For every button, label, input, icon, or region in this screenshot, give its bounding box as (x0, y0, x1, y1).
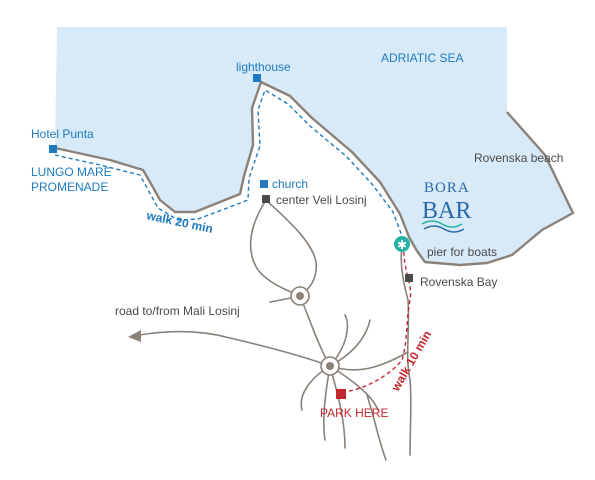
lighthouse-marker[interactable] (253, 74, 261, 82)
rovenska-bay-marker[interactable] (405, 274, 413, 282)
center-marker[interactable] (262, 195, 270, 203)
pier-label: pier for boats (427, 245, 497, 259)
church-label: church (272, 177, 308, 191)
park-here-marker[interactable] (336, 389, 346, 399)
park-here-label: PARK HERE (320, 406, 388, 420)
logo-wave (421, 220, 463, 228)
bora-logo-text: BORA (424, 180, 470, 196)
promenade-label: PROMENADE (31, 180, 108, 194)
hotel-punta-label: Hotel Punta (31, 127, 94, 141)
road-arrow-head (128, 330, 141, 342)
logo-wave-2 (423, 225, 465, 233)
lighthouse-label: lighthouse (236, 60, 291, 74)
svg-text:✱: ✱ (397, 238, 407, 252)
road-network (139, 199, 412, 461)
bar-logo-text: BAR (422, 198, 471, 224)
sea-area (55, 27, 573, 265)
rovenska-beach-label: Rovenska beach (474, 151, 563, 165)
road-mali-losinj-label: road to/from Mali Losinj (115, 304, 240, 318)
coastline (54, 80, 575, 267)
sea-label: ADRIATIC SEA (381, 51, 463, 65)
roundabout-lower (320, 356, 340, 376)
lungo-mare-label: LUNGO MARE (31, 165, 112, 179)
pier-marker[interactable]: ✱ (394, 236, 410, 252)
center-label: center Veli Losinj (276, 193, 367, 207)
bora-bar-logo: BORA BAR (421, 180, 471, 233)
roundabout-upper (290, 286, 310, 306)
hotel-punta-marker[interactable] (49, 145, 57, 153)
church-marker[interactable] (260, 180, 268, 188)
rovenska-bay-label: Rovenska Bay (420, 275, 497, 289)
